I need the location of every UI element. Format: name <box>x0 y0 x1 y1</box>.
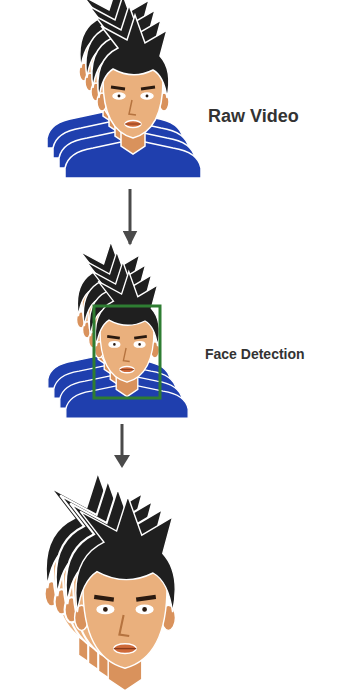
flow-arrow <box>129 189 132 244</box>
stage-label: Raw Video <box>208 106 299 128</box>
head-figure <box>75 496 176 691</box>
video-frame <box>65 15 201 178</box>
raw-video-frames <box>47 0 201 178</box>
person-figure <box>66 272 188 419</box>
stage-node: Raw Video <box>60 0 330 188</box>
arrow-stem <box>121 424 124 456</box>
detection-box <box>94 306 160 398</box>
flow-arrow <box>114 424 130 468</box>
cropped-faces <box>45 472 176 691</box>
detection-frames <box>48 242 188 419</box>
stage-node: Face Detection <box>60 245 330 422</box>
arrow-head <box>114 455 130 468</box>
face-crop <box>75 496 176 691</box>
stage-label: Face Detection <box>205 346 305 363</box>
video-frame <box>66 272 188 419</box>
